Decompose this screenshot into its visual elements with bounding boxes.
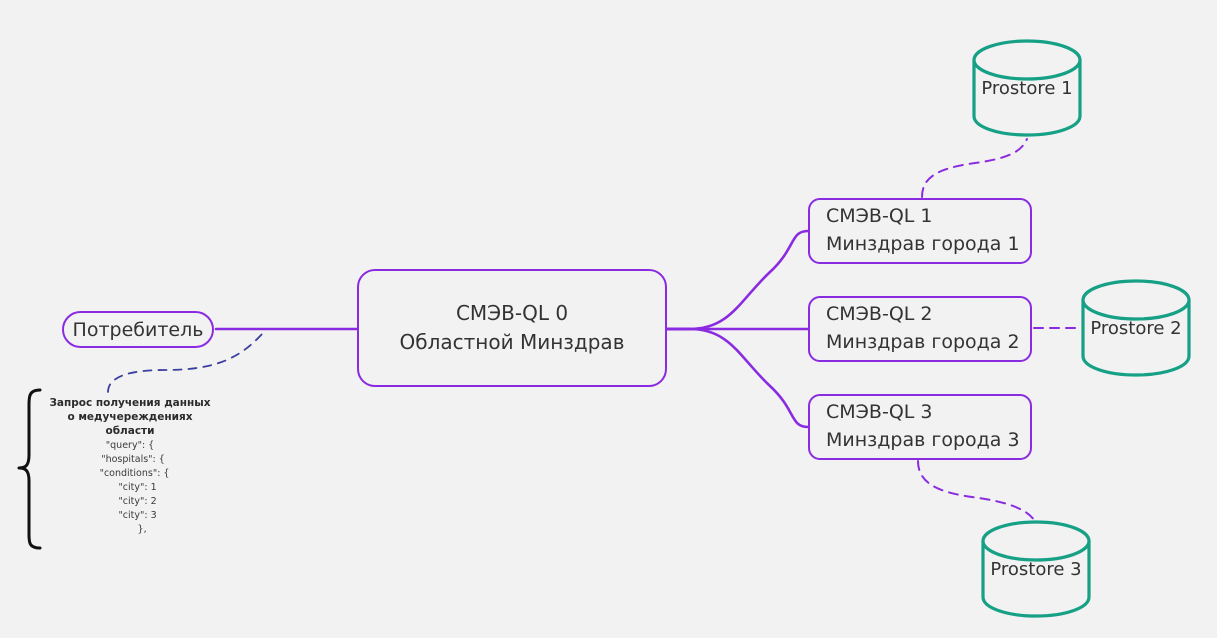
node-prostore-3[interactable]: Prostore 3 bbox=[980, 519, 1092, 619]
node-smev-ql-2-line2: Минздрав города 2 bbox=[826, 331, 1020, 353]
node-smev-ql-2-line1: СМЭВ-QL 2 bbox=[826, 303, 933, 326]
annotation-json-line-2: "hospitals": { bbox=[95, 453, 165, 465]
node-smev-ql-3-line1: СМЭВ-QL 3 bbox=[826, 401, 933, 424]
annotation-json-line-3: "conditions": { bbox=[90, 467, 170, 479]
annotation-json-line-7: }, bbox=[113, 523, 147, 535]
annotation-json-line-5: "city": 2 bbox=[103, 495, 157, 507]
node-prostore-1[interactable]: Prostore 1 bbox=[971, 38, 1083, 138]
annotation-header-line-2: о медучереждениях bbox=[67, 411, 193, 424]
database-cylinder-icon bbox=[981, 520, 1091, 618]
node-smev-ql-1-line2: Минздрав города 1 bbox=[826, 233, 1020, 255]
node-prostore-1-label: Prostore 1 bbox=[981, 78, 1073, 99]
node-smev-ql-1-line1: СМЭВ-QL 1 bbox=[826, 205, 933, 228]
annotation-block: Запрос получения данных о медучереждения… bbox=[45, 396, 215, 537]
edge-center-to-region-3 bbox=[665, 327, 810, 429]
database-cylinder-icon bbox=[1081, 279, 1191, 377]
node-smev-ql-3-line2: Минздрав города 3 bbox=[826, 429, 1020, 451]
edge-region3-to-store3 bbox=[917, 460, 1037, 524]
annotation-header-line-1: Запрос получения данных bbox=[49, 397, 211, 409]
edge-center-to-region-1 bbox=[665, 229, 810, 331]
annotation-brace bbox=[17, 388, 42, 550]
node-consumer[interactable]: Потребитель bbox=[62, 311, 214, 348]
node-smev-ql-0-line1: СМЭВ-QL 0 bbox=[455, 301, 569, 325]
node-prostore-2[interactable]: Prostore 2 bbox=[1080, 278, 1192, 378]
database-cylinder-icon bbox=[972, 39, 1082, 137]
annotation-header-line-3: области bbox=[105, 425, 155, 438]
node-prostore-2-label: Prostore 2 bbox=[1090, 318, 1182, 339]
node-smev-ql-0[interactable]: СМЭВ-QL 0 Областной Минздрав bbox=[357, 269, 667, 387]
node-smev-ql-1[interactable]: СМЭВ-QL 1 Минздрав города 1 bbox=[808, 198, 1032, 264]
node-consumer-label: Потребитель bbox=[72, 318, 204, 341]
annotation-json-line-6: "city": 3 bbox=[103, 509, 157, 521]
edge-region1-to-store1 bbox=[921, 138, 1028, 198]
annotation-json-line-4: "city": 1 bbox=[103, 481, 157, 493]
node-smev-ql-0-line2: Областной Минздрав bbox=[399, 330, 625, 354]
node-prostore-3-label: Prostore 3 bbox=[990, 559, 1082, 580]
node-smev-ql-3[interactable]: СМЭВ-QL 3 Минздрав города 3 bbox=[808, 394, 1032, 460]
annotation-json-line-1: "query": { bbox=[105, 439, 155, 451]
node-smev-ql-2[interactable]: СМЭВ-QL 2 Минздрав города 2 bbox=[808, 296, 1032, 362]
